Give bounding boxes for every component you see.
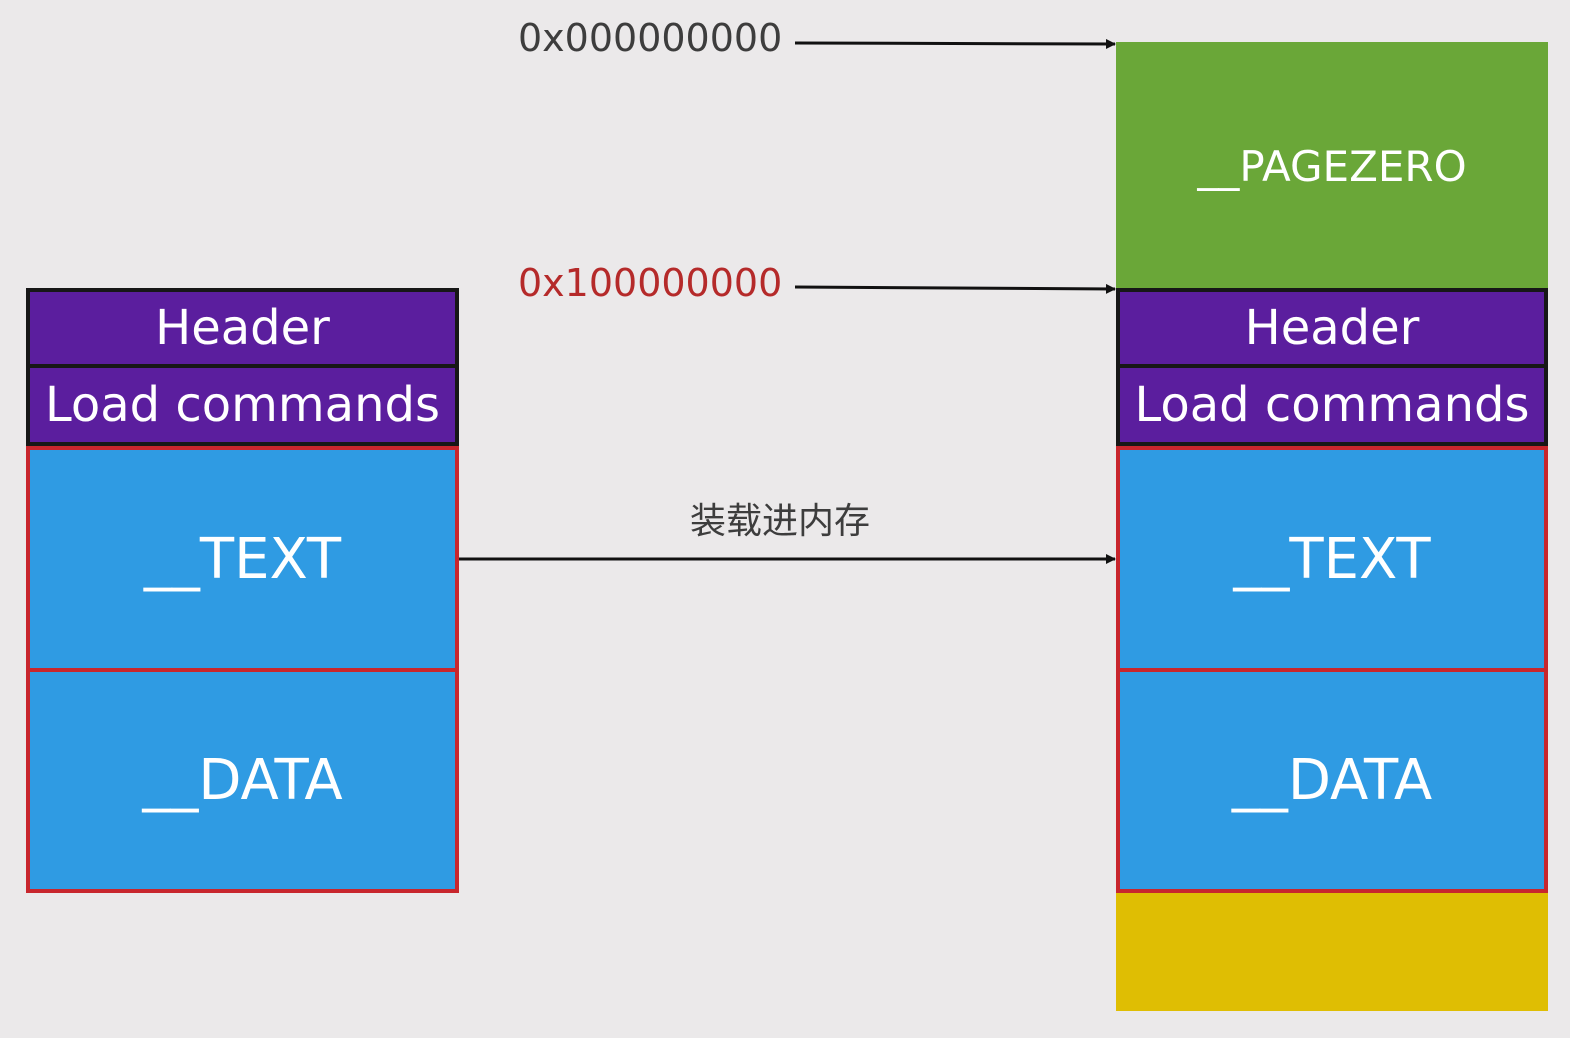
load-into-memory-label: 装载进内存 (690, 501, 871, 542)
memory-text-segment: __TEXT (1116, 446, 1548, 672)
file-text-segment: __TEXT (26, 446, 459, 672)
file-data-segment: __DATA (26, 668, 459, 893)
file-text-label: __TEXT (143, 526, 342, 592)
memory-header-label: Header (1244, 300, 1420, 356)
file-data-label: __DATA (142, 748, 343, 813)
memory-trailing-region (1116, 893, 1548, 1011)
pagezero-label: __PAGEZERO (1197, 141, 1467, 191)
file-header-block: Header (26, 288, 459, 368)
base-address-arrow (794, 283, 1116, 294)
base-address-label: 0x100000000 (518, 261, 783, 305)
pagezero-segment: __PAGEZERO (1116, 42, 1548, 290)
file-header-label: Header (155, 300, 330, 356)
zero-address-label: 0x000000000 (518, 16, 783, 60)
memory-data-segment: __DATA (1116, 668, 1548, 893)
memory-data-label: __DATA (1231, 748, 1433, 813)
memory-text-label: __TEXT (1233, 526, 1431, 592)
file-load-commands-label: Load commands (45, 377, 440, 433)
file-load-commands-block: Load commands (26, 364, 459, 446)
memory-load-commands-label: Load commands (1134, 377, 1530, 433)
memory-load-commands-block: Load commands (1116, 364, 1548, 446)
memory-header-block: Header (1116, 288, 1548, 368)
zero-address-arrow (794, 38, 1116, 49)
